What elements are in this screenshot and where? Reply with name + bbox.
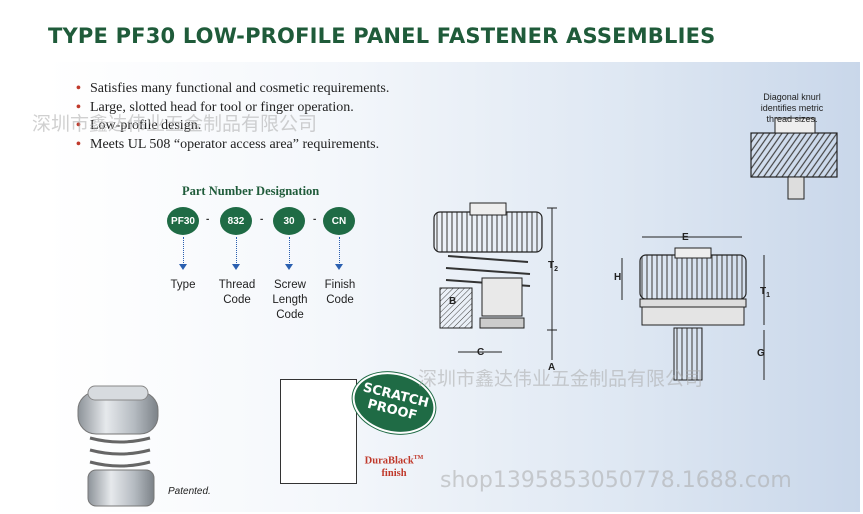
watermark-middle: 深圳市鑫达伟业五金制品有限公司 — [418, 368, 704, 390]
bullet-icon: • — [76, 99, 81, 115]
dim-g: G — [757, 348, 765, 359]
black-photo-frame — [280, 379, 357, 484]
dim-t2: T2 — [548, 260, 559, 273]
watermark-shop-url: shop1395853050778.1688.com — [440, 468, 792, 493]
separator: - — [313, 214, 317, 225]
dim-h: H — [614, 272, 622, 283]
code-length-pill: 30 — [273, 207, 305, 235]
dim-e: E — [682, 232, 689, 243]
feature-item: •Satisfies many functional and cosmetic … — [76, 80, 389, 99]
knurl-detail-drawing — [750, 117, 838, 200]
code-thread-pill: 832 — [220, 207, 252, 235]
bullet-icon: • — [76, 136, 81, 152]
fastener-dimension-drawing — [621, 236, 765, 381]
separator: - — [260, 214, 264, 225]
arrow-down-icon — [179, 237, 187, 270]
page-title: TYPE PF30 LOW-PROFILE PANEL FASTENER ASS… — [48, 24, 716, 48]
code-type-pill: PF30 — [167, 207, 199, 235]
dim-b: B — [449, 296, 457, 307]
separator: - — [206, 214, 210, 225]
label-thread-code: Thread Code — [218, 279, 256, 306]
arrow-down-icon — [232, 237, 240, 270]
dim-t1: T1 — [760, 286, 771, 299]
arrow-down-icon — [285, 237, 293, 270]
feature-item: •Low-profile design. — [76, 117, 389, 136]
installed-fastener-drawing — [433, 202, 557, 360]
knurl-note: Diagonal knurl identifies metric thread … — [760, 92, 824, 124]
arrow-down-icon — [335, 237, 343, 270]
bullet-icon: • — [76, 118, 81, 133]
label-type: Type — [170, 279, 196, 291]
silver-fastener-photo — [77, 385, 159, 507]
feature-list: •Satisfies many functional and cosmetic … — [76, 80, 389, 154]
label-finish-code: Finish Code — [324, 279, 356, 306]
patented-label: Patented. — [168, 486, 211, 497]
bullet-icon: • — [76, 81, 81, 96]
code-finish-pill: CN — [323, 207, 355, 235]
dim-c: C — [477, 347, 485, 358]
watermark-top: 深圳市鑫达伟业五金制品有限公司 — [32, 113, 318, 135]
label-screw-length-code: Screw Length Code — [272, 279, 308, 321]
dim-a: A — [548, 362, 556, 373]
part-number-heading: Part Number Designation — [182, 184, 320, 198]
feature-item: •Large, slotted head for tool or finger … — [76, 99, 389, 118]
feature-item: •Meets UL 508 “operator access area” req… — [76, 136, 389, 155]
